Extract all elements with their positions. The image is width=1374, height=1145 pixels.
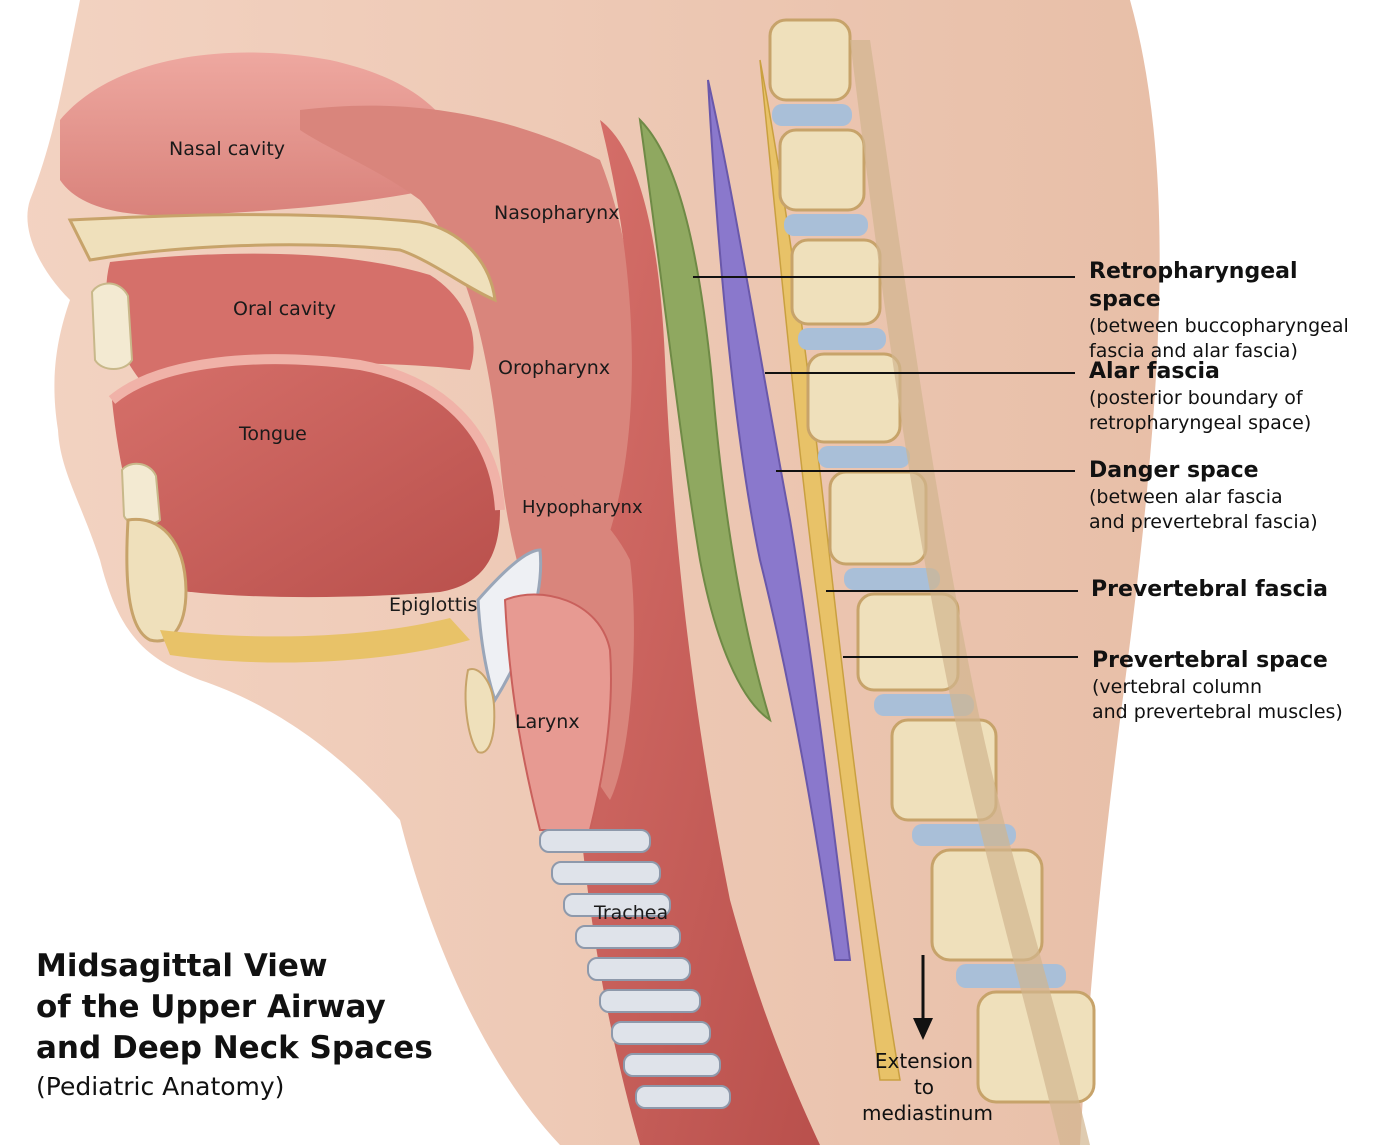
pharyngeal-muscle: [566, 120, 820, 1145]
label-trachea: Trachea: [594, 902, 669, 924]
callout-heading: Danger space: [1089, 458, 1259, 483]
callout-retropharyngeal-space: Retropharyngeal space (between buccophar…: [1089, 258, 1374, 364]
callout-alar-fascia: Alar fascia (posterior boundary of retro…: [1089, 358, 1311, 436]
nasal-cavity-region: [60, 52, 470, 216]
danger-space-shape: [707, 79, 852, 961]
extension-line1: Extension to: [874, 1049, 974, 1099]
label-oropharynx: Oropharynx: [498, 357, 611, 379]
larynx-shape: [503, 593, 612, 831]
label-nasopharynx: Nasopharynx: [494, 202, 620, 224]
title-subtitle: (Pediatric Anatomy): [36, 1072, 285, 1101]
spinal-canal: [850, 40, 1090, 1145]
callout-prevertebral-space: Prevertebral space (vertebral column and…: [1092, 647, 1343, 725]
leader-lines: [693, 276, 1078, 658]
callout-detail: retropharyngeal space): [1089, 412, 1312, 434]
title-line: Midsagittal View: [36, 948, 328, 984]
title-line: and Deep Neck Spaces: [36, 1030, 433, 1066]
hard-palate: [67, 213, 497, 303]
label-larynx: Larynx: [515, 711, 580, 733]
oral-cavity-region: [106, 253, 474, 380]
callout-heading: Retropharyngeal space: [1089, 259, 1298, 312]
tongue-region: [112, 359, 500, 598]
callout-detail: and prevertebral fascia): [1089, 511, 1318, 533]
extension-label: Extension to mediastinum: [862, 1048, 993, 1126]
thyroid-cartilage: [464, 668, 496, 754]
label-oral-cavity: Oral cavity: [233, 298, 337, 320]
callout-heading: Alar fascia: [1089, 359, 1220, 384]
callout-detail: (vertebral column: [1092, 676, 1263, 698]
callout-detail: (between alar fascia: [1089, 486, 1283, 508]
callout-danger-space: Danger space (between alar fascia and pr…: [1089, 457, 1318, 535]
callout-heading: Prevertebral fascia: [1091, 577, 1329, 602]
extension-line2: mediastinum: [862, 1101, 993, 1125]
callout-detail: fascia and alar fascia): [1089, 340, 1298, 362]
trachea-rings: [539, 829, 731, 1109]
tongue-surface: [108, 354, 505, 511]
lower-teeth: [120, 462, 162, 526]
title-line: of the Upper Airway: [36, 989, 386, 1025]
callout-prevertebral-fascia: Prevertebral fascia: [1091, 576, 1328, 604]
label-epiglottis: Epiglottis: [389, 594, 478, 616]
callout-heading: Prevertebral space: [1092, 648, 1328, 673]
label-tongue: Tongue: [239, 423, 307, 445]
floor-fat: [160, 618, 470, 663]
callout-detail: (between buccopharyngeal: [1089, 315, 1349, 337]
label-hypopharynx: Hypopharynx: [522, 497, 643, 518]
label-nasal-cavity: Nasal cavity: [169, 138, 286, 160]
retropharyngeal-space-shape: [638, 117, 772, 723]
diagram-title: Midsagittal View of the Upper Airway and…: [36, 946, 433, 1105]
callout-detail: (posterior boundary of: [1089, 387, 1303, 409]
extension-arrow-icon: [913, 955, 933, 1040]
upper-teeth: [90, 282, 134, 370]
callout-detail: and prevertebral muscles): [1092, 701, 1343, 723]
nasopharynx-region: [300, 105, 640, 560]
